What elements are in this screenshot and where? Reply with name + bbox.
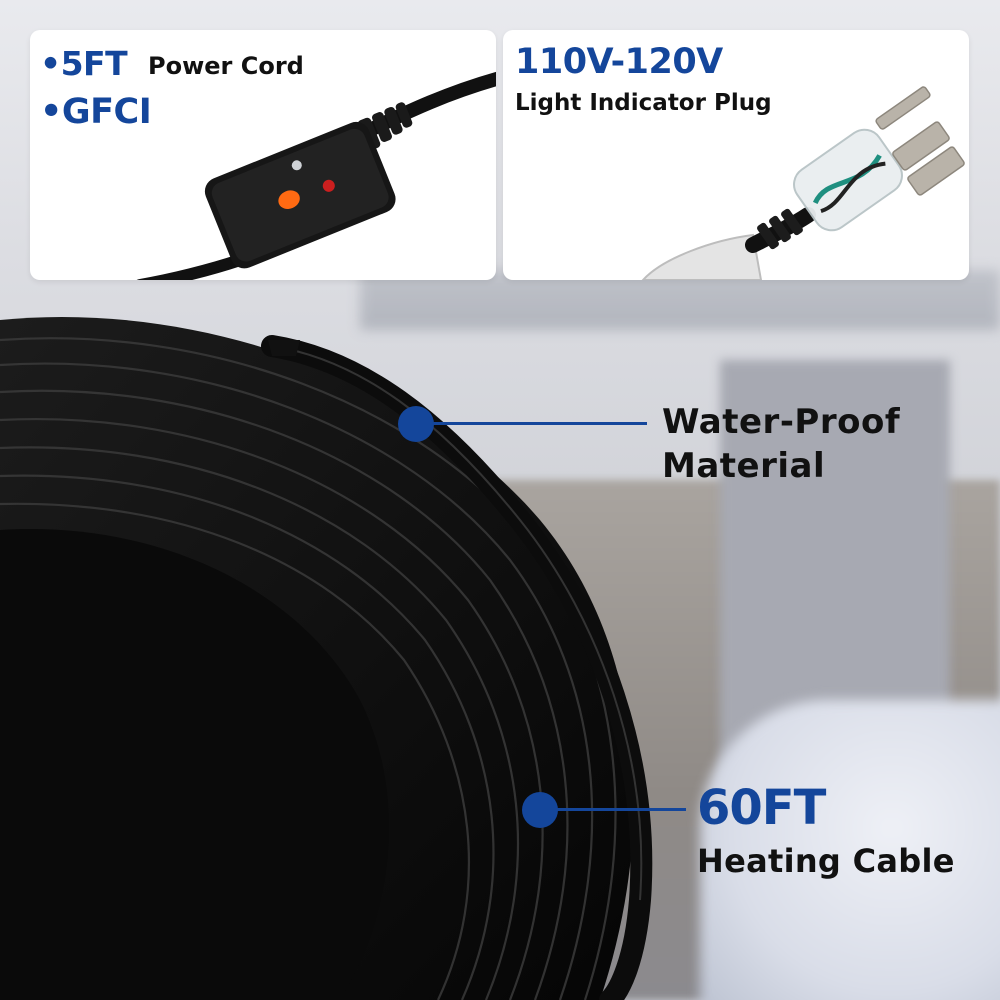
cable-length: 60FT bbox=[697, 780, 826, 836]
length-bullet: •5FT bbox=[40, 44, 128, 83]
gfci-power-cord-card: •5FT Power Cord •GFCI bbox=[30, 30, 496, 280]
light-indicator-plug-card: 110V-120V Light Indicator Plug bbox=[503, 30, 969, 280]
gfci-bullet: •GFCI bbox=[40, 92, 152, 132]
water-proof-line: Water-Proof bbox=[662, 402, 901, 442]
three-prong-plug-icon bbox=[641, 86, 965, 280]
power-cord-label: Power Cord bbox=[148, 52, 304, 80]
cable-callout-line bbox=[554, 808, 686, 811]
heating-cable-label: Heating Cable bbox=[697, 842, 955, 880]
material-callout-dot bbox=[398, 406, 434, 442]
cable-callout-dot bbox=[522, 792, 558, 828]
voltage-range: 110V-120V bbox=[515, 42, 723, 82]
gfci-plug-box-icon bbox=[136, 71, 496, 280]
snow-pile bbox=[700, 700, 1000, 1000]
material-line: Material bbox=[662, 446, 826, 486]
water-proof-material-caption: Water-Proof Material bbox=[662, 400, 900, 488]
material-callout-line bbox=[430, 422, 647, 425]
light-indicator-plug-label: Light Indicator Plug bbox=[515, 90, 772, 116]
